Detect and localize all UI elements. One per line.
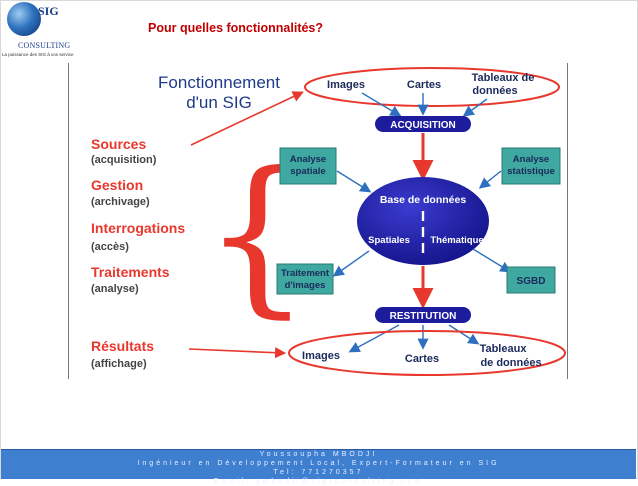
left-sub-acquisition: (acquisition): [91, 154, 157, 166]
input-tableaux-1: Tableaux de: [472, 72, 535, 84]
left-label-traitements: Traitements: [91, 264, 170, 280]
outputs-ellipse: [288, 330, 566, 376]
logo-name: CONSULTING: [18, 41, 71, 50]
left-label-sources: Sources: [91, 136, 146, 152]
acquisition-label: ACQUISITION: [390, 120, 456, 131]
analyse-spatiale-2: spatiale: [290, 166, 325, 177]
arrow-tableaux-acquisition: [462, 98, 488, 117]
arrow-images-acquisition: [361, 92, 402, 117]
output-tableaux-1: Tableaux: [480, 343, 528, 355]
diagram-canvas: Fonctionnement d'un SIG Sources (acquisi…: [91, 67, 566, 376]
arrow-spatiale-base: [336, 170, 372, 193]
sig-consulting-logo: SIG CONSULTING La puissance des SIG à vo…: [2, 0, 74, 72]
left-label-interrogations: Interrogations: [91, 220, 185, 236]
base-thematique: Thématique: [430, 235, 483, 246]
left-label-resultats: Résultats: [91, 338, 154, 354]
left-sub-archivage: (archivage): [91, 196, 150, 208]
analyse-statistique-box: [501, 147, 561, 185]
output-images: Images: [302, 350, 340, 362]
sig-diagram: Fonctionnement d'un SIG Sources (acquisi…: [68, 63, 568, 379]
sources-arrow: [190, 91, 304, 146]
restitution-pill: [375, 307, 471, 323]
footer-phone: Tel: 771270357: [273, 469, 364, 476]
output-tableaux-2: de données: [480, 357, 541, 369]
globe-icon: [7, 2, 41, 36]
diagram-heading-1: Fonctionnement: [158, 73, 280, 92]
traitement-images-box: [276, 263, 334, 295]
footer-email: Email: ymbodji@sig-consulting.com: [213, 478, 424, 485]
left-sub-analyse: (analyse): [91, 283, 139, 295]
diagram-heading-2: d'un SIG: [186, 93, 252, 112]
acquisition-pill: [375, 116, 471, 132]
traitement-1: Traitement: [281, 268, 330, 279]
base-label: Base de données: [380, 194, 467, 206]
sgbd-box: [506, 266, 556, 294]
arrow-base-traitement: [332, 250, 370, 277]
analyse-statistique-2: statistique: [507, 166, 555, 177]
page-title: Pour quelles fonctionnalités?: [148, 21, 324, 35]
base-spatiales: Spatiales: [368, 235, 410, 246]
resultats-arrow: [188, 347, 287, 359]
left-sub-acces: (accès): [91, 241, 129, 253]
logo-tagline: La puissance des SIG à vos service: [2, 52, 74, 57]
arrow-restitution-tableaux: [448, 324, 480, 345]
input-tableaux-2: données: [472, 85, 517, 97]
arrow-statistique-base: [478, 170, 502, 189]
arrow-restitution-images: [348, 324, 400, 353]
footer-role: Ingénieur en Développement Local, Expert…: [137, 460, 500, 467]
analyse-spatiale-box: [279, 147, 337, 185]
input-cartes: Cartes: [407, 79, 441, 91]
output-cartes: Cartes: [405, 353, 439, 365]
left-sub-affichage: (affichage): [91, 358, 147, 370]
input-images: Images: [327, 79, 365, 91]
logo-brand: SIG: [38, 4, 59, 18]
inputs-ellipse: [304, 67, 560, 107]
analyse-statistique-1: Analyse: [513, 154, 549, 165]
footer-bar: Youssoupha MBODJI Ingénieur en Développe…: [1, 449, 636, 485]
restitution-label: RESTITUTION: [390, 311, 457, 322]
footer-name: Youssoupha MBODJI: [259, 451, 378, 458]
analyse-spatiale-1: Analyse: [290, 154, 326, 165]
arrow-base-sgbd: [472, 248, 512, 273]
traitement-2: d'images: [285, 280, 326, 291]
left-label-gestion: Gestion: [91, 177, 143, 193]
sgbd-label: SGBD: [517, 276, 546, 287]
